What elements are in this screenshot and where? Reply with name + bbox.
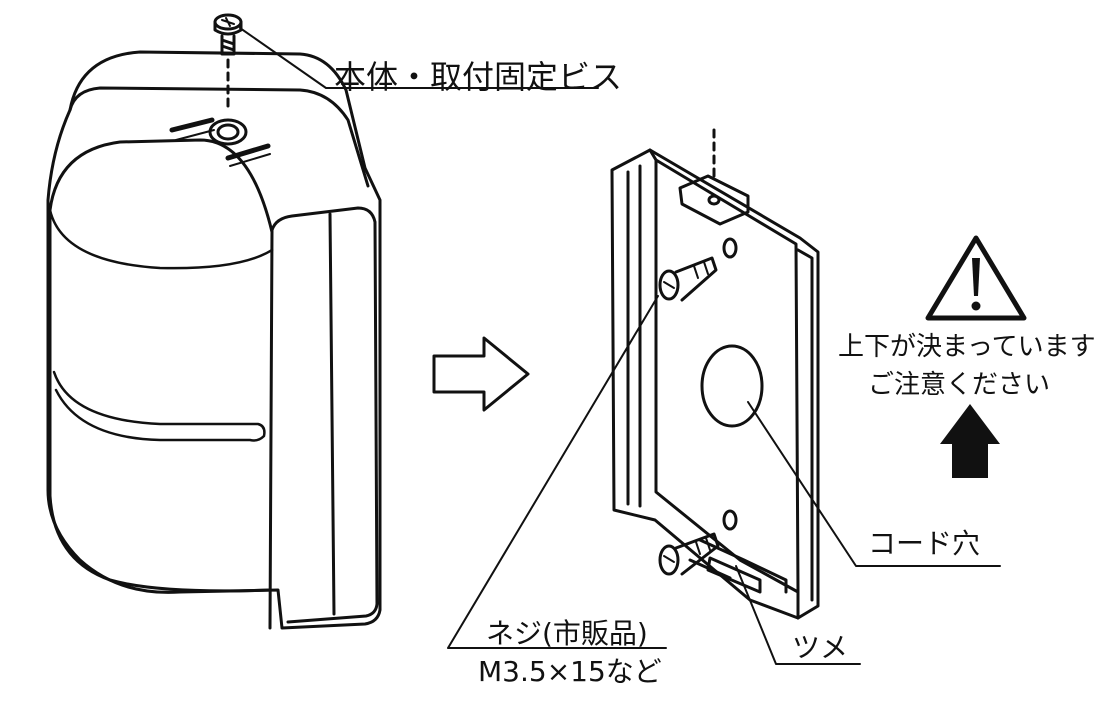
screw-leader-line <box>239 27 599 89</box>
caution-text-line2: ご注意ください <box>868 370 1051 400</box>
screw-size-label: M3.5×15など <box>478 655 662 688</box>
caution-text-line1: 上下が決まっています <box>838 332 1096 362</box>
cord-hole-label: コード穴 <box>868 527 981 560</box>
upper-screw-icon <box>658 256 718 302</box>
commercial-screw-label: ネジ(市販品) <box>486 617 648 650</box>
outline-arrow-right-icon <box>432 336 530 412</box>
device-body <box>46 50 382 630</box>
mounting-screw-label: 本体・取付固定ビス <box>334 58 623 96</box>
cord-hole-leader <box>747 401 1001 567</box>
mounting-plate <box>610 148 820 620</box>
mounting-screw-icon <box>213 13 243 56</box>
lower-screw-icon <box>658 532 720 576</box>
tab-label: ツメ <box>792 631 849 664</box>
warning-triangle-icon <box>925 235 1027 321</box>
screw-commercial-leader <box>447 295 667 649</box>
tab-leader <box>735 565 861 665</box>
solid-arrow-up-icon <box>940 404 1000 478</box>
